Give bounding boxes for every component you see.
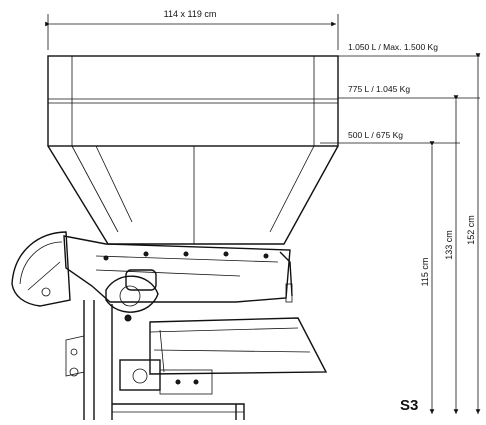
model-label: S3 [400, 397, 418, 414]
hopper-extension [47, 55, 339, 147]
capacity-level-top: 1.050 L / Max. 1.500 Kg [348, 42, 438, 52]
capacity-level-mid: 775 L / 1.045 Kg [348, 84, 410, 94]
spreader-frame [11, 231, 328, 420]
capacity-level-low: 500 L / 675 Kg [348, 130, 403, 140]
height-label-115: 115 cm [420, 258, 430, 287]
width-label: 114 x 119 cm [164, 9, 217, 19]
width-dimension: 114 x 119 cm [45, 9, 339, 50]
hopper-cone [47, 145, 339, 245]
height-dimensions: 115 cm 133 cm 152 cm [420, 53, 481, 414]
height-label-133: 133 cm [444, 230, 454, 260]
height-label-152: 152 cm [466, 215, 476, 245]
